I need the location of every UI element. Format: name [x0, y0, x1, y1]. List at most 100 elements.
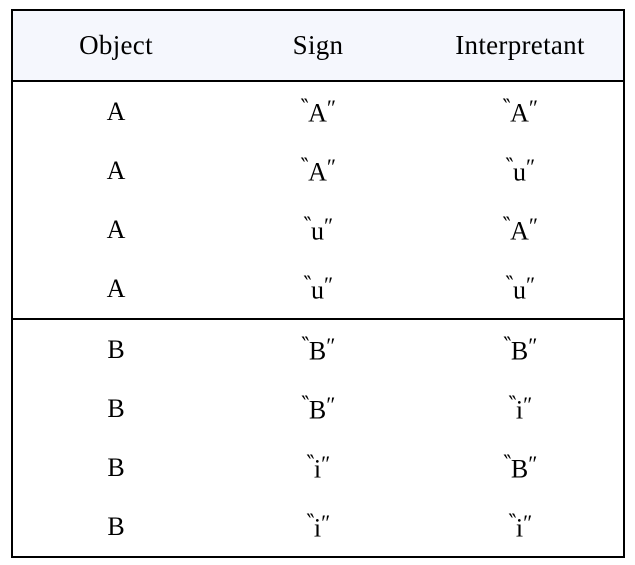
quote-close-mark: ″	[321, 450, 330, 476]
quoted-core-text: i	[313, 454, 322, 484]
quote-close-mark: ″	[326, 332, 335, 358]
column-header-interpretant: Interpretant	[417, 10, 624, 82]
quote-open-mark: ‶	[300, 94, 309, 120]
table-row: B‶i″‶i″	[12, 497, 624, 557]
quote-open-mark: ‶	[505, 271, 514, 297]
column-header-object: Object	[12, 10, 219, 82]
table-row: A‶A″‶u″	[12, 141, 624, 200]
table-header: Object Sign Interpretant	[12, 10, 624, 82]
quote-close-mark: ″	[324, 271, 333, 297]
quote-open-mark: ‶	[301, 332, 309, 358]
quoted-token: ‶A″	[300, 94, 336, 128]
cell-sign: ‶u″	[219, 200, 417, 259]
quote-close-mark: ″	[324, 212, 333, 238]
cell-sign: ‶B″	[219, 318, 417, 379]
quote-open-mark: ‶	[505, 153, 514, 179]
quoted-core-text: u	[513, 275, 527, 305]
quoted-token: ‶i″	[306, 450, 330, 484]
quoted-core-text: A	[510, 216, 529, 246]
table-row: A‶A″‶A″	[12, 81, 624, 141]
quote-close-mark: ″	[321, 509, 330, 535]
cell-object: A	[12, 141, 219, 200]
header-row: Object Sign Interpretant	[12, 10, 624, 82]
quote-open-mark: ‶	[306, 509, 314, 535]
cell-interpretant: ‶i″	[417, 497, 624, 557]
quote-close-mark: ″	[326, 153, 336, 179]
cell-sign: ‶u″	[219, 259, 417, 319]
quoted-token: ‶u″	[505, 153, 535, 187]
quote-close-mark: ″	[526, 271, 535, 297]
quote-open-mark: ‶	[502, 94, 511, 120]
table-row: A‶u″‶u″	[12, 259, 624, 319]
quote-close-mark: ″	[326, 94, 336, 120]
quote-open-mark: ‶	[306, 450, 314, 476]
quote-close-mark: ″	[526, 153, 535, 179]
quoted-token: ‶i″	[508, 509, 532, 543]
quote-open-mark: ‶	[508, 391, 516, 417]
quoted-core-text: A	[510, 98, 529, 128]
cell-sign: ‶A″	[219, 141, 417, 200]
quote-open-mark: ‶	[303, 212, 312, 238]
quoted-token: ‶B″	[301, 391, 335, 424]
column-header-sign: Sign	[219, 10, 417, 82]
quote-close-mark: ″	[528, 450, 537, 476]
cell-object: A	[12, 81, 219, 141]
cell-interpretant: ‶B″	[417, 438, 624, 497]
quoted-core-text: i	[313, 513, 322, 543]
quoted-core-text: B	[510, 336, 529, 366]
quoted-token: ‶i″	[306, 509, 330, 543]
quoted-token: ‶u″	[505, 271, 535, 305]
quote-open-mark: ‶	[303, 271, 312, 297]
table-body: A‶A″‶A″A‶A″‶u″A‶u″‶A″A‶u″‶u″B‶B″‶B″B‶B″‶…	[12, 81, 624, 557]
cell-sign: ‶B″	[219, 379, 417, 438]
quoted-token: ‶u″	[303, 271, 333, 305]
quoted-core-text: A	[308, 157, 327, 187]
quote-open-mark: ‶	[508, 509, 516, 535]
quote-open-mark: ‶	[503, 450, 511, 476]
quoted-core-text: u	[311, 275, 325, 305]
quote-close-mark: ″	[523, 509, 532, 535]
cell-object: B	[12, 379, 219, 438]
cell-object: B	[12, 318, 219, 379]
quoted-core-text: i	[515, 513, 524, 543]
quoted-token: ‶B″	[301, 332, 335, 366]
quoted-token: ‶A″	[300, 153, 336, 187]
quoted-core-text: B	[510, 454, 529, 484]
cell-object: B	[12, 497, 219, 557]
semiotic-triad-table: Object Sign Interpretant A‶A″‶A″A‶A″‶u″A…	[11, 9, 625, 558]
table-row: B‶i″‶B″	[12, 438, 624, 497]
quote-open-mark: ‶	[502, 212, 511, 238]
quote-close-mark: ″	[326, 391, 335, 417]
quoted-token: ‶B″	[503, 450, 537, 484]
quoted-core-text: B	[308, 336, 327, 366]
quoted-token: ‶A″	[502, 94, 538, 128]
quote-open-mark: ‶	[503, 332, 511, 358]
cell-sign: ‶A″	[219, 81, 417, 141]
quoted-token: ‶i″	[508, 391, 532, 425]
table-row: B‶B″‶B″	[12, 318, 624, 379]
quote-close-mark: ″	[528, 212, 538, 238]
cell-sign: ‶i″	[219, 438, 417, 497]
cell-sign: ‶i″	[219, 497, 417, 557]
quoted-core-text: i	[515, 395, 524, 425]
quoted-token: ‶u″	[303, 212, 333, 246]
cell-interpretant: ‶B″	[417, 318, 624, 379]
cell-interpretant: ‶A″	[417, 200, 624, 259]
cell-object: A	[12, 200, 219, 259]
quoted-token: ‶A″	[502, 212, 538, 246]
table-row: B‶B″‶i″	[12, 379, 624, 438]
cell-object: A	[12, 259, 219, 319]
cell-interpretant: ‶u″	[417, 141, 624, 200]
cell-interpretant: ‶A″	[417, 81, 624, 141]
cell-object: B	[12, 438, 219, 497]
quoted-core-text: u	[311, 216, 325, 246]
quote-close-mark: ″	[528, 332, 537, 358]
table-row: A‶u″‶A″	[12, 200, 624, 259]
quoted-core-text: u	[513, 157, 527, 187]
cell-interpretant: ‶i″	[417, 379, 624, 438]
cell-interpretant: ‶u″	[417, 259, 624, 319]
quote-close-mark: ″	[528, 94, 538, 120]
quoted-core-text: A	[308, 98, 327, 128]
quote-open-mark: ‶	[301, 391, 309, 417]
